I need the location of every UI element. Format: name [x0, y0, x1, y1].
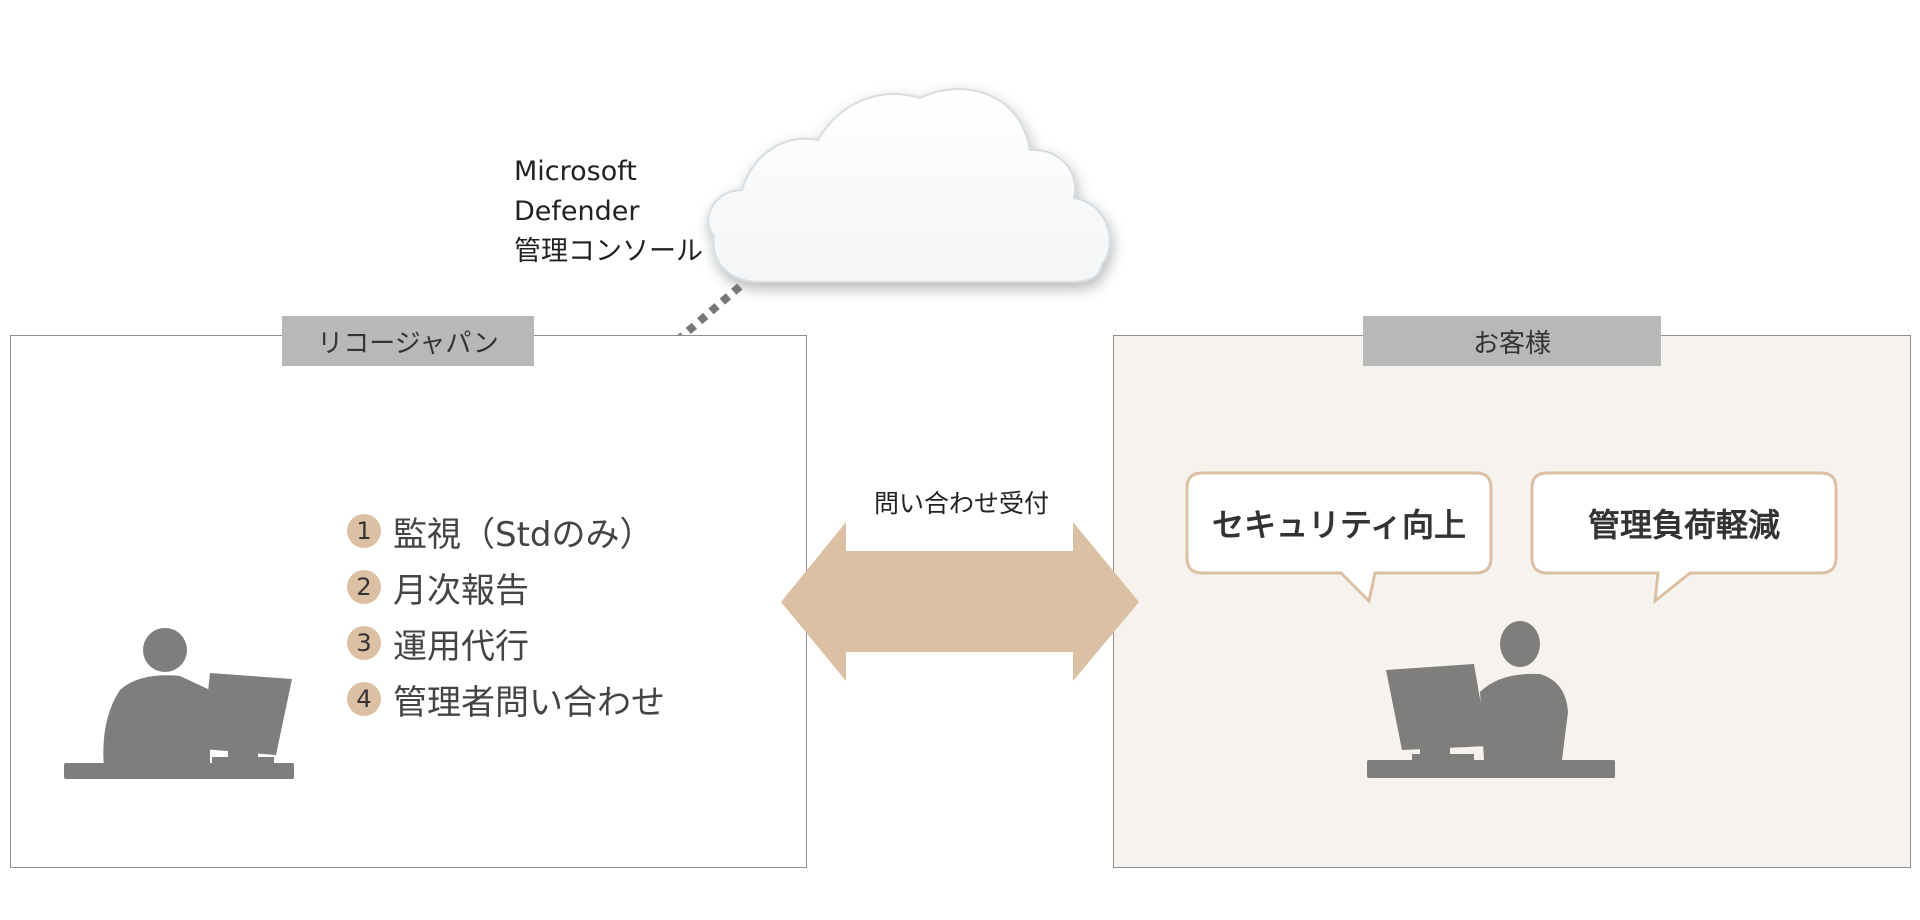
person-at-computer-icon [64, 628, 294, 779]
service-list: 1 監視（Stdのみ） 2 月次報告 3 運用代行 4 管理者問い合わせ [347, 503, 665, 727]
service-number-badge: 3 [347, 626, 381, 660]
cloud-label-line: Defender [514, 196, 640, 227]
provider-name-tab: リコージャパン [282, 316, 534, 366]
cloud-label: Microsoft Defender 管理コンソール [514, 152, 703, 272]
customer-name-tab: お客様 [1363, 316, 1661, 366]
speech-bubble-icon [1530, 471, 1838, 605]
cloud-label-line: 管理コンソール [514, 236, 703, 267]
benefit-label: 管理負荷軽減 [1587, 506, 1780, 544]
service-item: 3 運用代行 [347, 615, 665, 671]
service-label: 運用代行 [393, 626, 529, 667]
provider-panel [10, 335, 807, 868]
cloud-icon [707, 88, 1111, 283]
speech-bubble-icon [1185, 471, 1493, 605]
service-number-badge: 1 [347, 514, 381, 548]
person-at-computer-icon [1367, 621, 1615, 778]
benefit-label: セキュリティ向上 [1211, 506, 1467, 544]
service-label: 監視（Stdのみ） [393, 514, 654, 555]
service-item: 2 月次報告 [347, 559, 665, 615]
cloud-label-line: Microsoft [514, 156, 637, 187]
service-label: 月次報告 [393, 570, 529, 611]
service-item: 1 監視（Stdのみ） [347, 503, 665, 559]
customer-panel [1113, 335, 1911, 868]
double-arrow-icon [781, 522, 1139, 681]
connection-label: 問い合わせ受付 [874, 489, 1050, 518]
service-number-badge: 2 [347, 570, 381, 604]
service-item: 4 管理者問い合わせ [347, 671, 665, 727]
service-number-badge: 4 [347, 682, 381, 716]
service-label: 管理者問い合わせ [393, 682, 665, 723]
